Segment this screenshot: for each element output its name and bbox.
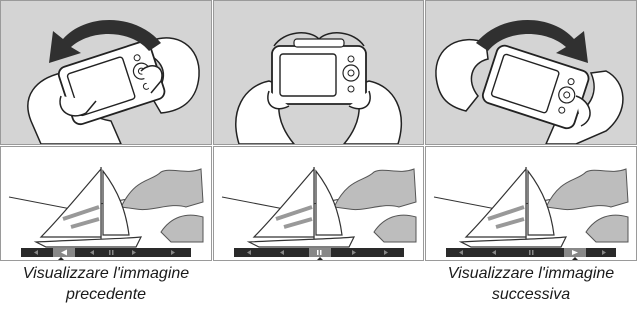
playback-control-bar <box>446 248 616 257</box>
caption-previous-line2: precedente <box>0 284 212 305</box>
caption-next-line1: Visualizzare l'immagine <box>425 263 637 284</box>
sailboat-playback-image <box>426 147 636 260</box>
tilt-right-panel <box>425 0 637 145</box>
camera-tilt-right-illustration <box>426 1 636 144</box>
screen-current <box>213 146 424 261</box>
playback-control-bar <box>21 248 191 257</box>
caption-next-line2: successiva <box>425 284 637 305</box>
caption-next: Visualizzare l'immagine successiva <box>425 263 637 305</box>
tilt-left-panel <box>0 0 212 145</box>
camera-level-illustration <box>214 1 423 144</box>
caption-previous-line1: Visualizzare l'immagine <box>0 263 212 284</box>
camera-tilt-left-illustration <box>1 1 211 144</box>
screen-next <box>425 146 637 261</box>
level-panel <box>213 0 424 145</box>
caption-previous: Visualizzare l'immagine precedente <box>0 263 212 305</box>
sailboat-playback-image <box>214 147 423 260</box>
sailboat-playback-image <box>1 147 211 260</box>
screen-previous <box>0 146 212 261</box>
